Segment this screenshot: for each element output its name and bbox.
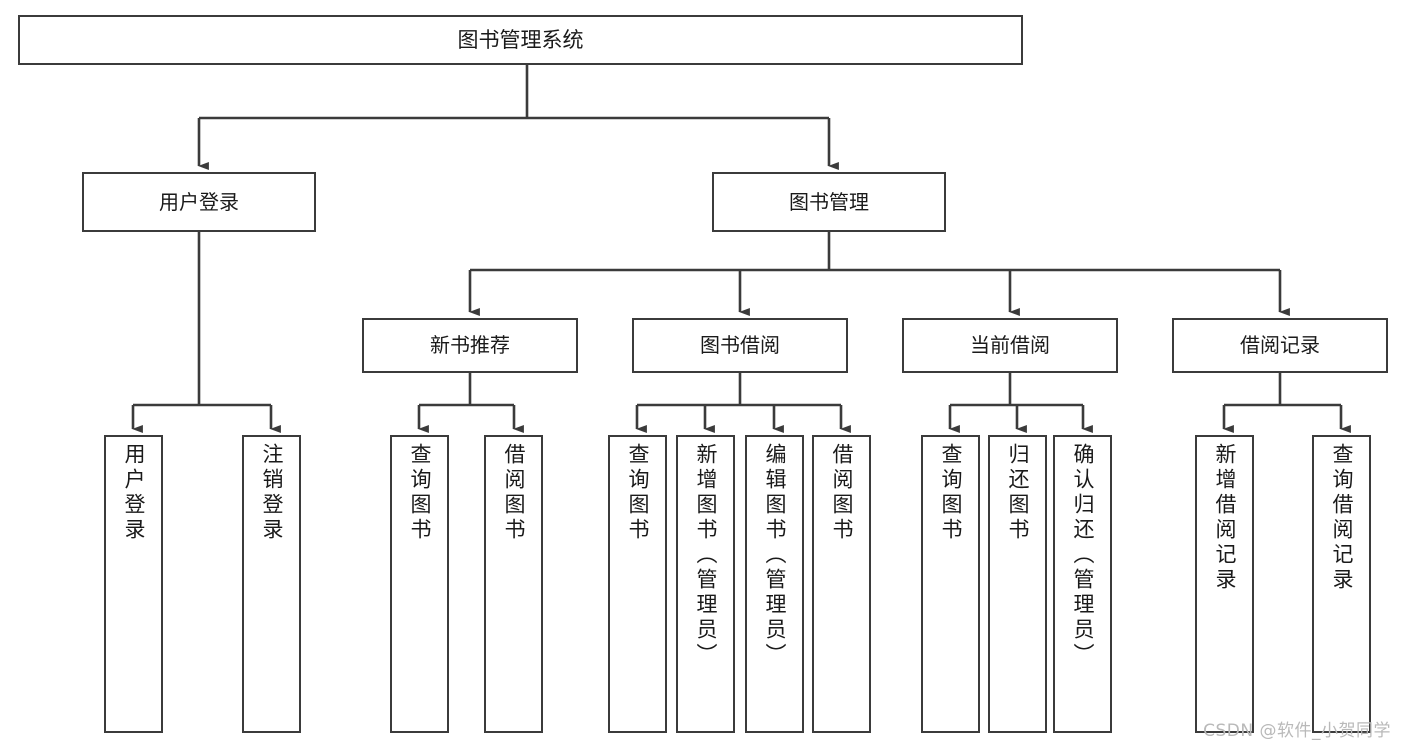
leaf-current-borrow-return[interactable]: 归还图书 xyxy=(988,435,1047,733)
leaf-book-borrow-edit[interactable]: 编辑图书（管理员） xyxy=(745,435,804,733)
watermark: CSDN @软件_小贺同学 xyxy=(1203,721,1391,741)
node-book-management-label: 图书管理 xyxy=(789,189,869,214)
node-book-borrow[interactable]: 图书借阅 xyxy=(632,318,848,373)
node-root[interactable]: 图书管理系统 xyxy=(18,15,1023,65)
node-root-label: 图书管理系统 xyxy=(457,27,584,52)
leaf-label: 新增借阅记录 xyxy=(1213,443,1237,593)
node-current-borrow-label: 当前借阅 xyxy=(970,333,1050,357)
leaf-label: 借阅图书 xyxy=(830,443,854,543)
leaf-label: 归还图书 xyxy=(1006,443,1030,543)
leaf-label: 查询借阅记录 xyxy=(1330,443,1354,593)
leaf-current-borrow-confirm-return[interactable]: 确认归还（管理员） xyxy=(1053,435,1112,733)
leaf-label: 编辑图书（管理员） xyxy=(763,443,787,668)
leaf-label: 借阅图书 xyxy=(502,443,526,543)
leaf-label: 查询图书 xyxy=(939,443,963,543)
leaf-label: 用户登录 xyxy=(122,443,146,543)
node-user-login[interactable]: 用户登录 xyxy=(82,172,316,232)
leaf-borrow-record-add[interactable]: 新增借阅记录 xyxy=(1195,435,1254,733)
node-user-login-label: 用户登录 xyxy=(159,189,239,214)
leaf-borrow-record-query[interactable]: 查询借阅记录 xyxy=(1312,435,1371,733)
node-book-borrow-label: 图书借阅 xyxy=(700,333,780,357)
leaf-label: 确认归还（管理员） xyxy=(1071,443,1095,668)
node-borrow-record-label: 借阅记录 xyxy=(1240,333,1320,357)
node-book-management[interactable]: 图书管理 xyxy=(712,172,946,232)
node-borrow-record[interactable]: 借阅记录 xyxy=(1172,318,1388,373)
leaf-current-borrow-query[interactable]: 查询图书 xyxy=(921,435,980,733)
leaf-label: 新增图书（管理员） xyxy=(694,443,718,668)
leaf-book-borrow-query[interactable]: 查询图书 xyxy=(608,435,667,733)
node-new-book-recommend-label: 新书推荐 xyxy=(430,333,510,357)
node-new-book-recommend[interactable]: 新书推荐 xyxy=(362,318,578,373)
leaf-new-book-borrow[interactable]: 借阅图书 xyxy=(484,435,543,733)
leaf-book-borrow-borrow[interactable]: 借阅图书 xyxy=(812,435,871,733)
leaf-new-book-query[interactable]: 查询图书 xyxy=(390,435,449,733)
node-current-borrow[interactable]: 当前借阅 xyxy=(902,318,1118,373)
leaf-label: 注销登录 xyxy=(260,443,284,543)
leaf-user-login-signin[interactable]: 用户登录 xyxy=(104,435,163,733)
leaf-book-borrow-add[interactable]: 新增图书（管理员） xyxy=(676,435,735,733)
leaf-label: 查询图书 xyxy=(408,443,432,543)
leaf-label: 查询图书 xyxy=(626,443,650,543)
leaf-user-login-signout[interactable]: 注销登录 xyxy=(242,435,301,733)
